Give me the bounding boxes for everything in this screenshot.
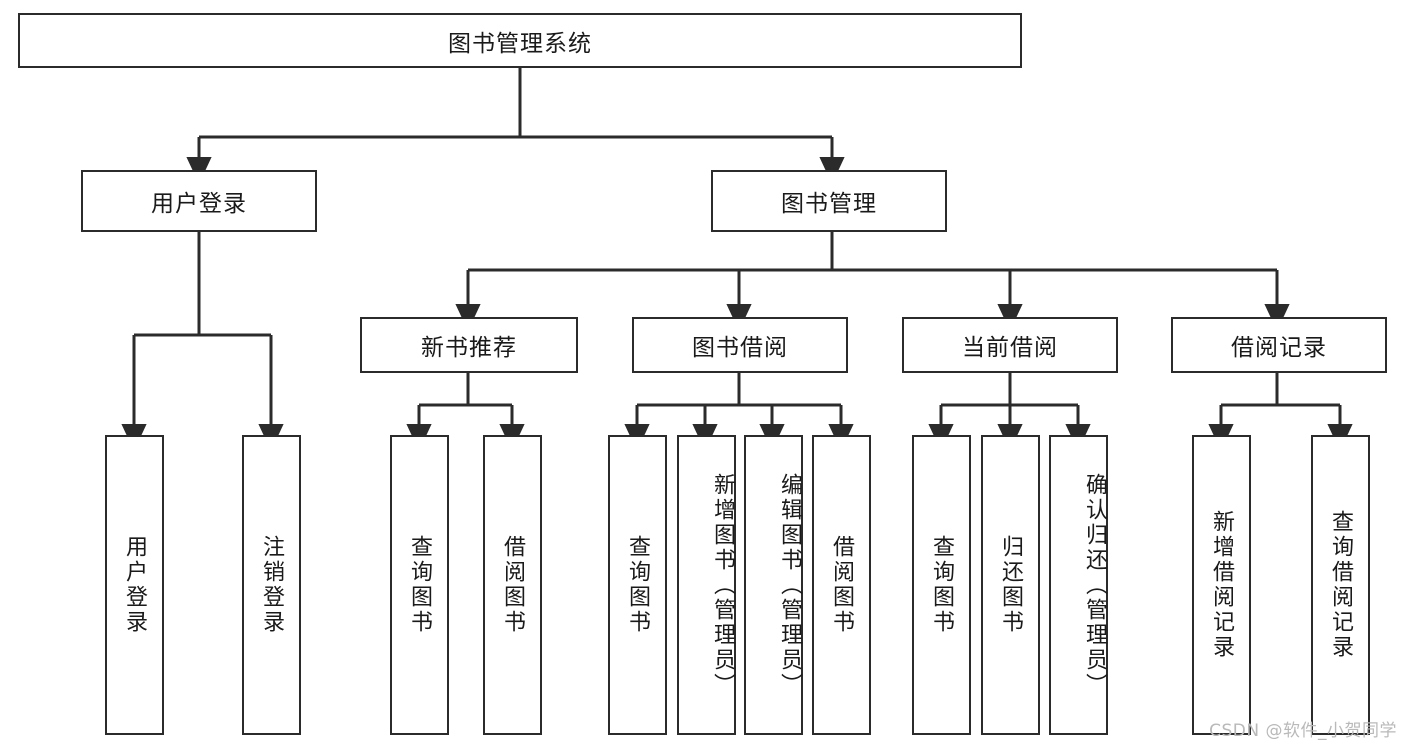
node-user-login-label: 用户登录 bbox=[151, 191, 247, 217]
node-new-book-recommend[interactable]: 新书推荐 bbox=[360, 317, 578, 373]
node-borrow-records[interactable]: 借阅记录 bbox=[1171, 317, 1387, 373]
node-borrow-records-label: 借阅记录 bbox=[1231, 335, 1327, 361]
leaf-records-add-record[interactable]: 新增借阅记录 bbox=[1192, 435, 1251, 735]
node-book-borrow[interactable]: 图书借阅 bbox=[632, 317, 848, 373]
leaf-borrow-edit-book-label: 编辑图书（管理员） bbox=[777, 472, 802, 698]
leaf-current-confirm-return[interactable]: 确认归还（管理员） bbox=[1049, 435, 1108, 735]
leaf-borrow-query-book[interactable]: 查询图书 bbox=[608, 435, 667, 735]
leaf-recommend-query-book-label: 查询图书 bbox=[407, 535, 433, 635]
leaf-current-query-book[interactable]: 查询图书 bbox=[912, 435, 971, 735]
leaf-current-return-book[interactable]: 归还图书 bbox=[981, 435, 1040, 735]
leaf-current-confirm-return-label: 确认归还（管理员） bbox=[1082, 472, 1107, 698]
leaf-recommend-query-book[interactable]: 查询图书 bbox=[390, 435, 449, 735]
leaf-current-query-book-label: 查询图书 bbox=[929, 535, 955, 635]
leaf-user-login-signin[interactable]: 用户登录 bbox=[105, 435, 164, 735]
leaf-borrow-add-book[interactable]: 新增图书（管理员） bbox=[677, 435, 736, 735]
node-current-borrow-label: 当前借阅 bbox=[962, 335, 1058, 361]
leaf-user-login-signin-label: 用户登录 bbox=[122, 535, 148, 635]
leaf-records-query-record[interactable]: 查询借阅记录 bbox=[1311, 435, 1370, 735]
node-book-management[interactable]: 图书管理 bbox=[711, 170, 947, 232]
leaf-current-return-book-label: 归还图书 bbox=[998, 535, 1024, 635]
node-root-label: 图书管理系统 bbox=[448, 30, 592, 57]
node-user-login[interactable]: 用户登录 bbox=[81, 170, 317, 232]
node-current-borrow[interactable]: 当前借阅 bbox=[902, 317, 1118, 373]
node-book-borrow-label: 图书借阅 bbox=[692, 335, 788, 361]
leaf-borrow-borrow-book-label: 借阅图书 bbox=[829, 535, 855, 635]
leaf-borrow-edit-book[interactable]: 编辑图书（管理员） bbox=[744, 435, 803, 735]
leaf-user-login-signout[interactable]: 注销登录 bbox=[242, 435, 301, 735]
node-root[interactable]: 图书管理系统 bbox=[18, 13, 1022, 68]
leaf-user-login-signout-label: 注销登录 bbox=[259, 535, 285, 635]
leaf-borrow-add-book-label: 新增图书（管理员） bbox=[710, 472, 735, 698]
leaf-recommend-borrow-book-label: 借阅图书 bbox=[500, 535, 526, 635]
node-new-book-recommend-label: 新书推荐 bbox=[421, 335, 517, 361]
leaf-borrow-query-book-label: 查询图书 bbox=[625, 535, 651, 635]
leaf-records-query-record-label: 查询借阅记录 bbox=[1328, 510, 1354, 660]
leaf-records-add-record-label: 新增借阅记录 bbox=[1209, 510, 1235, 660]
leaf-recommend-borrow-book[interactable]: 借阅图书 bbox=[483, 435, 542, 735]
node-book-management-label: 图书管理 bbox=[781, 191, 877, 217]
leaf-borrow-borrow-book[interactable]: 借阅图书 bbox=[812, 435, 871, 735]
csdn-watermark: CSDN @软件_小贺同学 bbox=[1209, 721, 1397, 741]
